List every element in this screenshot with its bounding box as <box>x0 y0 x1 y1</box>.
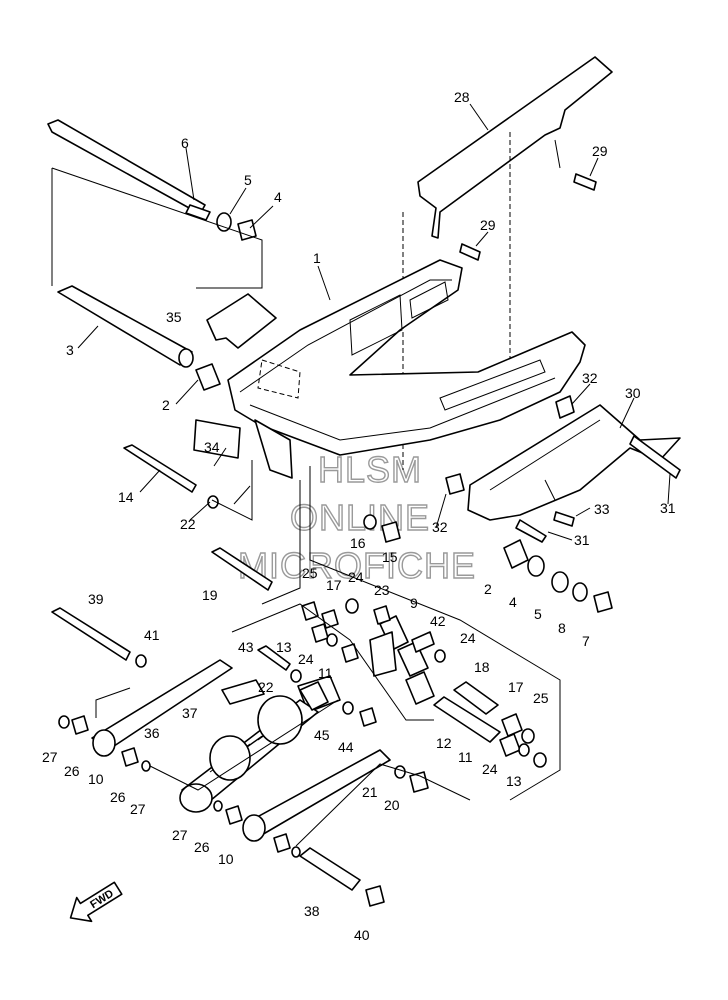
callout-22-top: 22 <box>180 516 196 532</box>
callout-17-right: 17 <box>508 679 524 695</box>
callout-labels: 1 2 2 3 4 4 5 5 6 7 8 9 10 10 11 11 12 1… <box>42 89 676 943</box>
callout-24-c: 24 <box>460 630 476 646</box>
callout-32-mid: 32 <box>432 519 448 535</box>
callout-4-top: 4 <box>274 189 282 205</box>
callout-29-mid: 29 <box>480 217 496 233</box>
callout-45: 45 <box>314 727 330 743</box>
callout-40: 40 <box>354 927 370 943</box>
callout-14: 14 <box>118 489 134 505</box>
pivot-collar <box>57 285 194 368</box>
callout-26-b: 26 <box>110 789 126 805</box>
callout-32-top: 32 <box>582 370 598 386</box>
callout-21: 21 <box>362 784 378 800</box>
callout-41: 41 <box>144 627 160 643</box>
callout-2-right: 2 <box>484 581 492 597</box>
callout-10-upper: 10 <box>88 771 104 787</box>
callout-12: 12 <box>436 735 452 751</box>
callout-16: 16 <box>350 535 366 551</box>
callout-27-c: 27 <box>172 827 188 843</box>
callout-5-top: 5 <box>244 172 252 188</box>
callout-18: 18 <box>474 659 490 675</box>
chain-guard <box>402 56 613 470</box>
callout-3: 3 <box>66 342 74 358</box>
callout-30: 30 <box>625 385 641 401</box>
callout-15: 15 <box>382 549 398 565</box>
callout-26-c: 26 <box>194 839 210 855</box>
callout-29-top: 29 <box>592 143 608 159</box>
callout-27-b: 27 <box>130 801 146 817</box>
callout-37: 37 <box>182 705 198 721</box>
callout-25-right: 25 <box>533 690 549 706</box>
callout-36: 36 <box>144 725 160 741</box>
watermark: HLSM ONLINE MICROFICHE <box>237 448 476 586</box>
callout-7: 7 <box>582 633 590 649</box>
callout-6: 6 <box>181 135 189 151</box>
pivot-shaft <box>47 119 211 221</box>
callout-11-right: 11 <box>458 749 473 765</box>
callout-39: 39 <box>88 591 104 607</box>
rear-fender <box>467 404 681 521</box>
callout-9: 9 <box>410 595 418 611</box>
small-parts <box>51 173 681 907</box>
callout-35: 35 <box>166 309 182 325</box>
callout-31-mid: 31 <box>574 532 590 548</box>
callout-4-right: 4 <box>509 594 517 610</box>
callout-1: 1 <box>313 250 321 266</box>
watermark-line-3: MICROFICHE <box>238 545 476 586</box>
callout-24-b: 24 <box>298 651 314 667</box>
callout-24-a: 24 <box>348 569 364 585</box>
callout-31-right: 31 <box>660 500 676 516</box>
callout-13-right: 13 <box>506 773 522 789</box>
callout-19: 19 <box>202 587 218 603</box>
callout-38: 38 <box>304 903 320 919</box>
callout-26-a: 26 <box>64 763 80 779</box>
callout-43: 43 <box>238 639 254 655</box>
swingarm <box>227 259 586 479</box>
callout-42: 42 <box>430 613 446 629</box>
callout-11-left: 11 <box>318 665 333 681</box>
callout-28: 28 <box>454 89 470 105</box>
callout-2-left: 2 <box>162 397 170 413</box>
watermark-line-1: HLSM <box>318 449 422 490</box>
fwd-arrow: FWD <box>69 881 123 923</box>
callout-22-mid: 22 <box>258 679 274 695</box>
leader-lines <box>77 103 671 541</box>
watermark-line-2: ONLINE <box>290 497 430 538</box>
callout-27-a: 27 <box>42 749 58 765</box>
grouping-lines <box>51 167 561 847</box>
callout-25-left: 25 <box>302 565 318 581</box>
callout-33: 33 <box>594 501 610 517</box>
callout-5-right: 5 <box>534 606 542 622</box>
callout-24-d: 24 <box>482 761 498 777</box>
callout-23: 23 <box>374 582 390 598</box>
callout-10-lower: 10 <box>218 851 234 867</box>
callout-8: 8 <box>558 620 566 636</box>
callout-44: 44 <box>338 739 354 755</box>
callout-20: 20 <box>384 797 400 813</box>
callout-17-left: 17 <box>326 577 342 593</box>
callout-13-left: 13 <box>276 639 292 655</box>
callout-34: 34 <box>204 439 220 455</box>
